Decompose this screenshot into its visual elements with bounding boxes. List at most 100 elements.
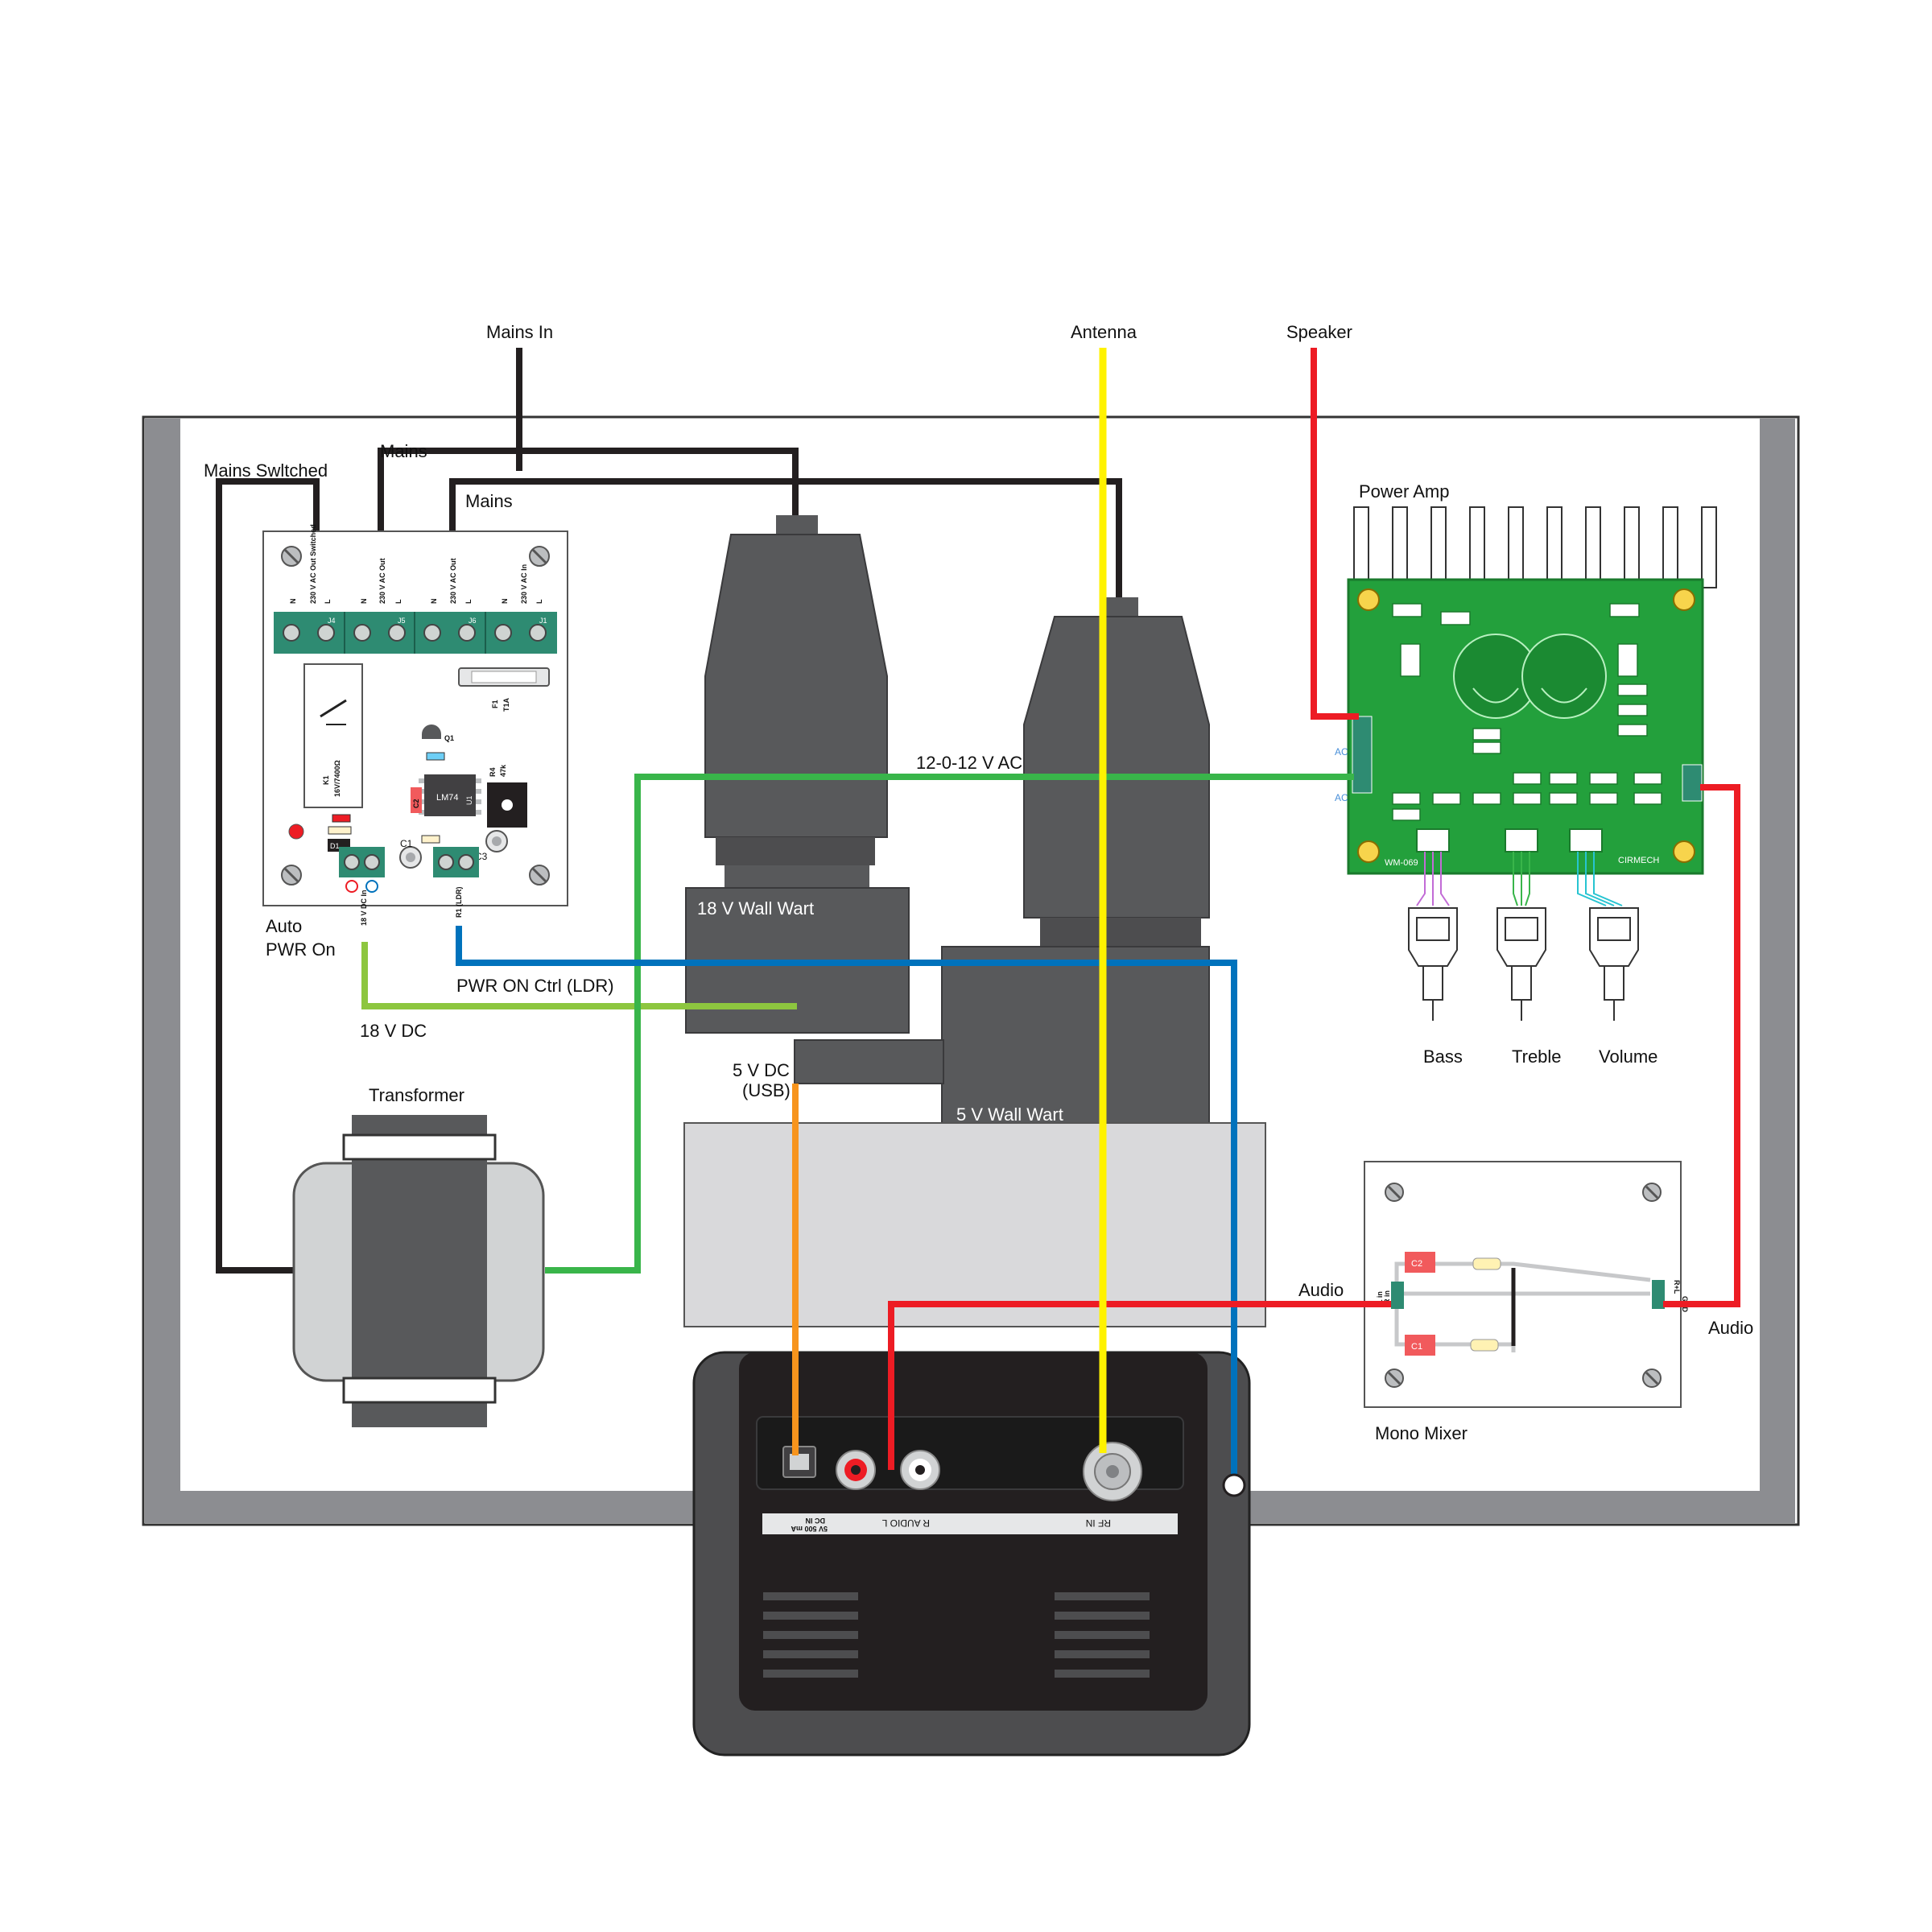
amp-brand: CIRMECH <box>1618 856 1659 865</box>
terminal-label: 230 V AC Out <box>378 558 386 604</box>
heatsink <box>1353 506 1717 588</box>
terminal-id: J1 <box>539 617 547 625</box>
screw-icon <box>529 546 550 567</box>
dc-spec-label: 5V 500 mA <box>791 1525 828 1533</box>
fuse-label: F1 <box>491 700 499 708</box>
mains-in-label: Mains In <box>486 322 553 342</box>
wire-audio-out <box>1663 784 1740 1307</box>
terminal-id: J5 <box>398 617 406 625</box>
ac-12v-label: 12-0-12 V AC <box>916 753 1022 773</box>
treble-knob-icon <box>1496 907 1546 1021</box>
wire-12v-ac <box>545 774 1354 1274</box>
q1-label: Q1 <box>444 734 454 742</box>
bass-knob-icon <box>1408 907 1458 1021</box>
terminal-label: 230 V AC Out Switched <box>309 524 317 604</box>
n-label: N <box>430 599 438 605</box>
wire-18v-dc <box>361 942 797 1009</box>
ic-label: LM74 <box>436 793 459 803</box>
transistor-icon <box>422 724 441 739</box>
dc-in-port-label: DC IN <box>806 1517 826 1525</box>
n-label: N <box>360 599 368 605</box>
screw-icon <box>281 546 302 567</box>
transformer: Transformer <box>292 1085 545 1427</box>
rca-jack-red-icon <box>836 1450 876 1490</box>
r4-value: 47k <box>499 764 507 777</box>
mono-mixer-label: Mono Mixer <box>1375 1423 1468 1443</box>
relay-board: J4 J5 J6 J1 230 V AC Out Switched 230 V … <box>262 524 568 926</box>
fuse-icon <box>458 667 550 687</box>
ac-label: AC <box>1335 746 1348 758</box>
l-label: L <box>394 599 402 604</box>
capacitor-icon <box>485 830 508 852</box>
mains-wires <box>216 348 1122 1274</box>
transformer-label: Transformer <box>369 1085 464 1105</box>
wire-speaker <box>1311 348 1359 720</box>
screw-icon <box>1385 1183 1404 1202</box>
l-label: L <box>464 599 473 604</box>
l-label: L <box>535 599 543 604</box>
rca-jack-white-icon <box>900 1450 940 1490</box>
power-amp-label: Power Amp <box>1359 481 1450 502</box>
mains-label: Mains <box>465 491 513 511</box>
screw-icon <box>1642 1183 1662 1202</box>
mixer-c2-label: C2 <box>1411 1259 1422 1269</box>
mixer-c1-label: C1 <box>1411 1342 1422 1352</box>
auto-pwr-on-label: Auto <box>266 916 302 936</box>
ac-label: AC <box>1335 792 1348 803</box>
pwr-on-ctrl-label: PWR ON Ctrl (LDR) <box>456 976 614 996</box>
mono-mixer: C2 C1 L in R in R+L GND <box>1364 1161 1689 1408</box>
l-label: L <box>324 599 332 604</box>
wall-wart-18v-label: 18 V Wall Wart <box>697 898 814 919</box>
shelf <box>683 1122 1266 1327</box>
dc-18v-label: 18 V DC <box>360 1021 427 1041</box>
terminal-id: J4 <box>328 617 336 625</box>
usb-port-icon <box>782 1446 816 1478</box>
mains-switched-label: Mains Swltched <box>204 460 328 481</box>
dc-5v-label: 5 V DC <box>733 1060 790 1080</box>
amp-model: WM-069 <box>1385 858 1418 868</box>
c1-label: C1 <box>400 838 413 849</box>
mixer-r-in-label: R in <box>1383 1290 1391 1304</box>
n-label: N <box>289 599 297 605</box>
screw-icon <box>281 865 302 886</box>
ic-id: U1 <box>465 795 473 805</box>
dc-5v-label: (USB) <box>742 1080 791 1100</box>
mains-label: Mains <box>380 441 427 461</box>
pot-cables <box>1416 852 1623 906</box>
r4-label: R4 <box>489 767 497 777</box>
receiver: RF IN R AUDIO L DC IN 5V 500 mA <box>692 1351 1251 1757</box>
relay-icon <box>303 663 363 808</box>
n-label: N <box>501 599 509 605</box>
ldr-wire-end-icon <box>1222 1473 1246 1497</box>
volume-knob-icon <box>1589 907 1639 1021</box>
c2-label: C2 <box>412 799 420 808</box>
wall-wart-5v-label: 5 V Wall Wart <box>956 1104 1063 1125</box>
relay-label: K1 <box>322 775 330 785</box>
audio-out-label: Audio <box>1708 1318 1753 1338</box>
relay-spec: 16V/7400Ω <box>333 760 341 797</box>
fuse-rating: T1A <box>502 697 510 712</box>
screw-icon <box>1385 1368 1404 1388</box>
treble-label: Treble <box>1512 1046 1562 1067</box>
d1-label: D1 <box>330 842 340 850</box>
capacitor-icon <box>399 846 422 869</box>
audio-port-label: R AUDIO L <box>881 1517 930 1529</box>
wire-audio-in <box>888 1301 1391 1470</box>
rf-port-icon <box>1083 1442 1142 1501</box>
dc-in-label: 18 V DC In <box>360 890 368 926</box>
bass-label: Bass <box>1423 1046 1463 1067</box>
vent-grille-left <box>763 1592 858 1678</box>
wall-wart-5v: 5 V Wall Wart <box>794 597 1210 1134</box>
vent-grille-right <box>1055 1592 1150 1678</box>
antenna-label: Antenna <box>1071 322 1137 342</box>
mixer-out-label: R+L <box>1673 1280 1681 1294</box>
audio-in-label: Audio <box>1298 1280 1344 1300</box>
ldr-label: R1 (LDR) <box>455 887 463 919</box>
auto-pwr-on-label: PWR On <box>266 939 336 960</box>
screw-icon <box>529 865 550 886</box>
rf-in-label: RF IN <box>1086 1517 1111 1529</box>
screw-icon <box>1642 1368 1662 1388</box>
terminal-id: J6 <box>469 617 477 625</box>
potentiometer-icon <box>487 782 527 828</box>
